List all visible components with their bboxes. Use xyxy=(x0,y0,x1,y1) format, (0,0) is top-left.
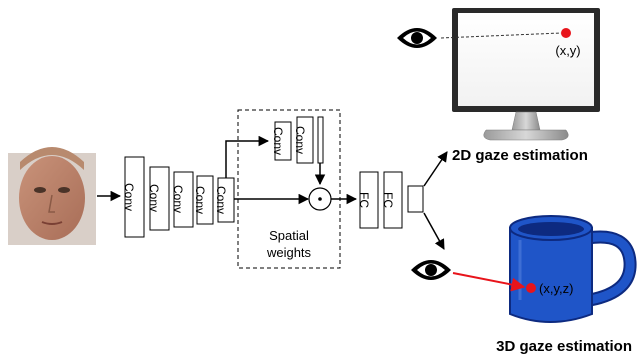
fc-label-1: FC xyxy=(357,192,371,208)
spatial-conv-label-1: Conv xyxy=(271,127,285,155)
eye-icon xyxy=(411,260,451,280)
gaze-point-3d xyxy=(526,283,536,293)
spatial-conv-1 xyxy=(274,121,292,161)
spatial-weight-map xyxy=(317,116,324,164)
gaze-line-2d xyxy=(440,32,562,39)
spatial-weights-box xyxy=(237,109,341,269)
mug-icon xyxy=(509,215,637,323)
spatial-conv-2 xyxy=(296,116,314,164)
conv-layer-4 xyxy=(196,175,214,225)
conv-label-3: Conv xyxy=(171,185,185,213)
spatial-branch: Conv Conv xyxy=(271,116,324,164)
gaze-2d-point-label: (x,y) xyxy=(555,43,580,58)
spatial-weights-label-1: Spatial xyxy=(269,228,309,243)
output-box xyxy=(407,185,424,213)
face-image xyxy=(8,147,96,245)
gaze-3d-label: 3D gaze estimation xyxy=(496,338,632,355)
conv-label-1: Conv xyxy=(122,183,136,211)
arrow-to-spatial-branch xyxy=(225,135,270,178)
multiply-dot xyxy=(318,197,322,201)
gaze-line-3d xyxy=(452,272,526,292)
gaze-point-2d xyxy=(561,28,571,38)
fc-label-2: FC xyxy=(381,192,395,208)
monitor-icon xyxy=(452,8,600,141)
spatial-conv-label-2: Conv xyxy=(293,126,307,154)
conv-stack: Conv Conv Conv Conv Conv xyxy=(122,156,235,238)
gaze-3d-point-label: (x,y,z) xyxy=(539,281,573,296)
conv-layer-2 xyxy=(149,166,170,231)
conv-label-4: Conv xyxy=(193,186,207,214)
conv-layer-3 xyxy=(173,171,194,228)
conv-label-5: Conv xyxy=(214,186,228,214)
conv-label-2: Conv xyxy=(147,184,161,212)
arrow-to-2d xyxy=(423,151,448,187)
fc-layer-1 xyxy=(359,171,379,229)
arrow-to-3d xyxy=(423,212,445,250)
gaze-2d-label: 2D gaze estimation xyxy=(452,147,588,164)
spatial-weights-label-2: weights xyxy=(266,245,312,260)
conv-layer-1 xyxy=(124,156,145,238)
fc-layer-2 xyxy=(383,171,403,229)
eye-icon xyxy=(397,28,437,48)
